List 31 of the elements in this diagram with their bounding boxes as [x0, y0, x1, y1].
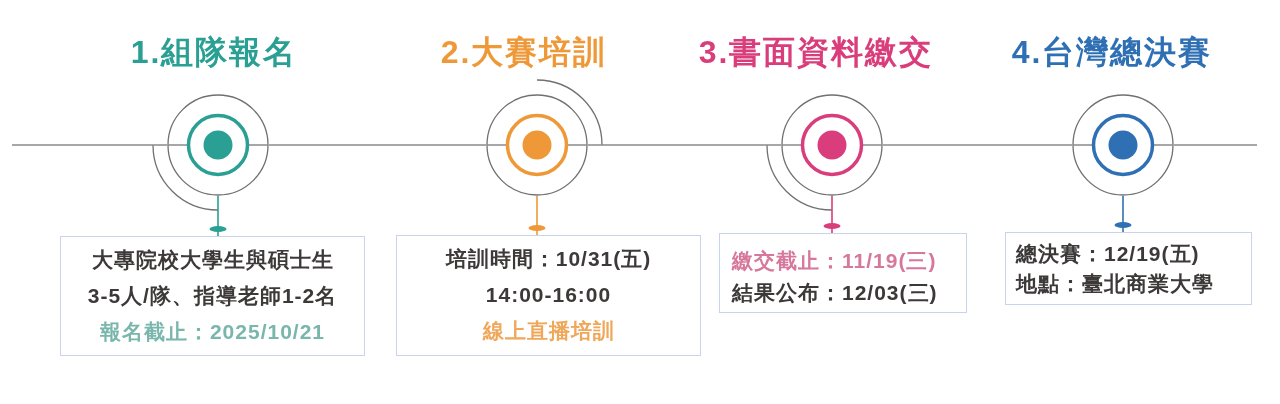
detail-text: 培訓時間：10/31(五)	[445, 246, 652, 272]
target-marker	[1072, 94, 1174, 196]
info-card	[1005, 232, 1252, 305]
target-marker	[167, 94, 269, 196]
timeline-line	[11, 144, 168, 146]
detail-text: 繳交截止：11/19(三)	[732, 248, 937, 274]
stem-line	[1114, 195, 1132, 233]
detail-text: 3-5人/隊、指導老師1-2名	[87, 283, 338, 309]
target-marker	[781, 94, 883, 196]
timeline-line	[882, 144, 1073, 146]
stage-title: 1.組隊報名	[130, 33, 298, 72]
detail-text: 線上直播培訓	[482, 318, 615, 344]
info-card	[60, 236, 365, 356]
stem-line	[528, 195, 546, 236]
info-card	[719, 233, 967, 313]
timeline-line	[587, 144, 782, 146]
target-marker	[486, 94, 588, 196]
timeline-line	[1173, 144, 1258, 146]
detail-text: 總決賽：12/19(五)	[1016, 241, 1200, 267]
detail-text: 14:00-16:00	[485, 282, 612, 308]
detail-text: 地點：臺北商業大學	[1016, 271, 1214, 297]
stage-title: 3.書面資料繳交	[698, 33, 934, 72]
detail-text: 大專院校大學生與碩士生	[91, 247, 334, 273]
stage-title: 2.大賽培訓	[440, 33, 608, 72]
timeline-line	[268, 144, 487, 146]
stem-line	[823, 195, 841, 234]
stage-title: 4.台灣總決賽	[1011, 33, 1213, 72]
detail-text: 結果公布：12/03(三)	[732, 280, 938, 306]
info-card	[396, 235, 701, 356]
stem-line	[209, 195, 227, 237]
detail-text: 報名截止：2025/10/21	[99, 319, 326, 345]
